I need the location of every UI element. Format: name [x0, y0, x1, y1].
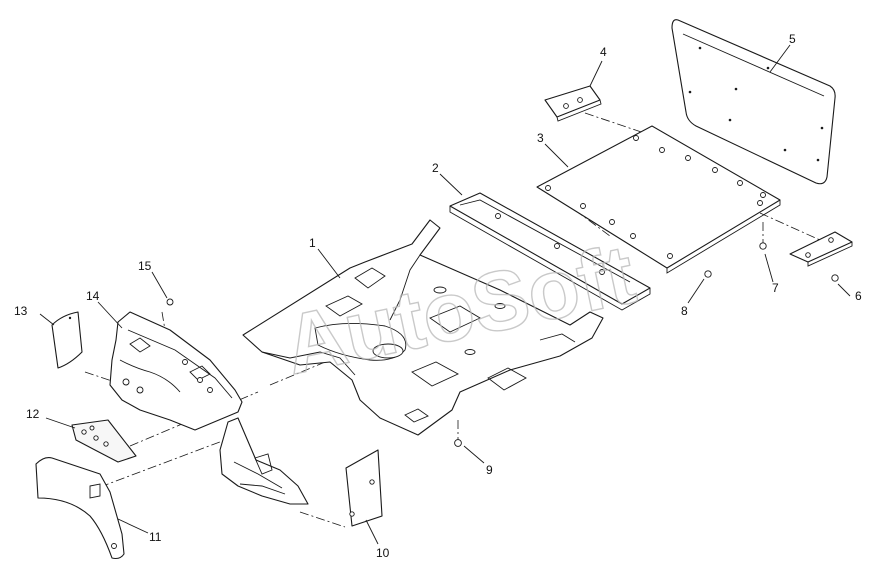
callout-10: 10 — [376, 546, 390, 560]
part-5-rear-panel — [671, 19, 836, 185]
callout-4: 4 — [600, 45, 607, 59]
leader-lines — [39, 44, 851, 545]
callout-7: 7 — [772, 281, 779, 295]
callout-12: 12 — [26, 407, 40, 421]
part-12-bracket — [71, 419, 137, 463]
part-6-bracket — [789, 231, 853, 282]
fasteners — [166, 242, 767, 447]
callout-5: 5 — [789, 32, 796, 46]
callout-labels: 1 2 3 4 5 6 7 8 9 10 11 12 13 14 15 — [14, 32, 862, 560]
callout-15: 15 — [138, 259, 152, 273]
part-1-floor-carpet — [242, 219, 604, 436]
part-3-floor-board — [536, 125, 781, 274]
part-14-wheelhouse-trim — [109, 311, 243, 431]
fastener-15 — [166, 298, 174, 306]
part-4-bracket — [544, 85, 602, 122]
fastener-7 — [759, 242, 767, 250]
callout-3: 3 — [537, 131, 544, 145]
callout-2: 2 — [432, 161, 439, 175]
callout-11: 11 — [149, 530, 162, 544]
callout-13: 13 — [14, 304, 28, 318]
part-2-insulation-strip — [449, 192, 651, 311]
callout-1: 1 — [309, 236, 316, 250]
fastener-8 — [704, 270, 712, 278]
callout-9: 9 — [486, 463, 493, 477]
part-11-quarter-trim — [35, 457, 125, 560]
callout-6: 6 — [855, 289, 862, 303]
part-13-side-panel — [51, 311, 83, 369]
tunnel-trim-piece — [219, 417, 309, 505]
fastener-9 — [454, 439, 462, 447]
callout-14: 14 — [86, 289, 100, 303]
part-10-side-trim — [345, 449, 383, 527]
callout-8: 8 — [681, 304, 688, 318]
